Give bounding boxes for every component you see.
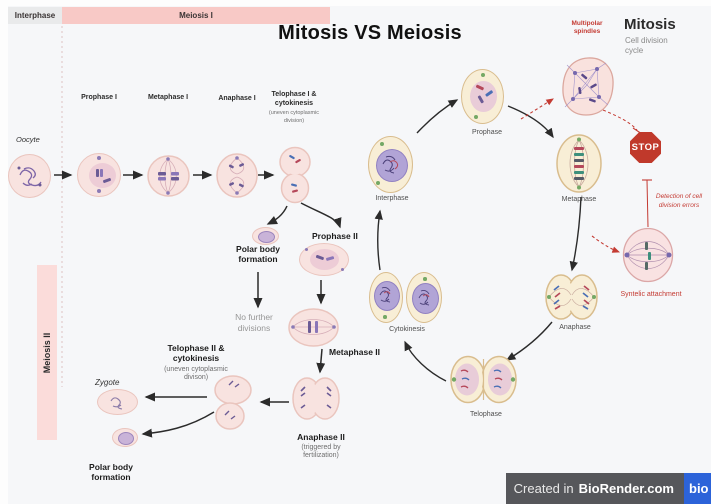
stop-sign-icon: STOP bbox=[630, 132, 661, 163]
centrosome-dot bbox=[305, 248, 308, 251]
stop-sign-label: STOP bbox=[631, 142, 660, 153]
centrosome-dot bbox=[481, 73, 485, 77]
mitosis-cytokinesis-cell-right bbox=[406, 272, 442, 323]
prophase-nucleus bbox=[470, 81, 497, 112]
polar-body-cell-bottom bbox=[112, 428, 138, 447]
biorender-logo[interactable]: bio bbox=[684, 473, 711, 504]
polar-body-nucleus bbox=[118, 432, 134, 445]
mitosis-telophase-cell bbox=[450, 355, 517, 404]
meiosis-i-header: Meiosis I bbox=[62, 7, 330, 24]
centrosome-dot bbox=[474, 115, 478, 119]
polar-body-formation-top-label: Polar body formation bbox=[236, 244, 280, 265]
meiosis-ii-header: Meiosis II bbox=[37, 265, 57, 440]
cytokinesis-nucleus bbox=[412, 283, 439, 314]
prophase-i-cell bbox=[77, 153, 121, 197]
centrosome-dot bbox=[97, 189, 101, 193]
zygote-label: Zygote bbox=[95, 378, 120, 387]
telophase-ii-note: (uneven cytoplasmic divison) bbox=[164, 366, 228, 382]
badge-brand-text: BioRender.com bbox=[578, 481, 674, 496]
mitosis-cytokinesis-label: Cytokinesis bbox=[389, 326, 425, 333]
polar-body-cell-top bbox=[252, 227, 279, 245]
zygote-cell bbox=[97, 389, 138, 415]
anaphase-ii-cell bbox=[292, 377, 340, 420]
meiosis-i-header-label: Meiosis I bbox=[179, 11, 213, 20]
metaphase-ii-cell bbox=[288, 308, 339, 347]
syntelic-attachment-cell bbox=[622, 227, 674, 283]
no-further-divisions-label: No further divisions bbox=[235, 312, 273, 333]
prophase-ii-cell bbox=[299, 243, 349, 276]
meiosis-ii-header-label: Meiosis II bbox=[42, 332, 52, 374]
telophase-i-note: (uneven cytoplasmic division) bbox=[268, 109, 320, 125]
biorender-badge[interactable]: Created in BioRender.com bbox=[506, 473, 684, 504]
mitosis-interphase-cell bbox=[368, 136, 413, 193]
mitosis-metaphase-label: Metaphase bbox=[561, 196, 597, 203]
oocyte-chromatin bbox=[17, 166, 42, 187]
badge-created-in-text: Created in bbox=[513, 481, 574, 496]
mitosis-cycle-title: Mitosis bbox=[624, 16, 676, 33]
centrosome-dot bbox=[380, 142, 384, 146]
prophase-ii-nucleus bbox=[310, 249, 339, 270]
interphase-header-label: Interphase bbox=[14, 11, 56, 20]
mitosis-cycle-subtitle: Cell division cycle bbox=[625, 36, 668, 55]
interphase-nucleus bbox=[376, 149, 408, 182]
centrosome-dot bbox=[97, 156, 101, 160]
polar-body-formation-bottom-label: Polar body formation bbox=[89, 462, 133, 483]
mitosis-prophase-cell bbox=[461, 69, 504, 124]
syntelic-annotation: Syntelic attachment bbox=[620, 291, 682, 298]
multipolar-spindle-cell bbox=[559, 55, 617, 118]
mitosis-anaphase-cell bbox=[545, 273, 598, 321]
centrosome-dot bbox=[341, 268, 344, 271]
telophase-i-title: Telophase I & cytokinesis bbox=[271, 91, 317, 107]
chromosome bbox=[100, 169, 103, 177]
stage-label-prophase-i: Prophase I bbox=[81, 94, 117, 101]
page-title: Mitosis VS Meiosis bbox=[278, 22, 462, 44]
zygote-chromatin bbox=[110, 397, 123, 410]
oocyte-label: Oocyte bbox=[16, 135, 40, 144]
left-margin-strip bbox=[0, 0, 8, 504]
telophase-ii-label: Telophase II & cytokinesis bbox=[167, 343, 225, 364]
cytokinesis-nucleus bbox=[374, 281, 400, 311]
mitosis-metaphase-cell bbox=[556, 134, 602, 193]
anaphase-ii-note: (triggered by fertilization) bbox=[301, 444, 341, 460]
polar-body-nucleus bbox=[258, 231, 275, 243]
biorender-logo-text: bio bbox=[689, 481, 709, 496]
mitosis-prophase-label: Prophase bbox=[472, 129, 502, 136]
metaphase-i-cell bbox=[147, 155, 190, 197]
metaphase-ii-label: Metaphase II bbox=[329, 347, 381, 357]
chromosome bbox=[96, 169, 99, 177]
centrosome-dot bbox=[423, 277, 427, 281]
mitosis-telophase-label: Telophase bbox=[470, 411, 502, 418]
oocyte-cell bbox=[8, 154, 51, 198]
prophase-ii-label: Prophase II bbox=[312, 231, 358, 241]
interphase-header: Interphase bbox=[8, 7, 62, 24]
anaphase-ii-label: Anaphase II bbox=[297, 432, 345, 442]
top-margin-strip bbox=[0, 0, 711, 6]
stage-label-telophase-i: Telophase I & cytokinesis (uneven cytopl… bbox=[263, 91, 325, 126]
multipolar-spindles-annotation: Multipolar spindles bbox=[571, 20, 603, 36]
detection-annotation: Detection of cell division errors bbox=[655, 193, 703, 209]
telophase-i-cell bbox=[277, 146, 313, 204]
stage-label-metaphase-i: Metaphase I bbox=[147, 94, 189, 101]
telophase-ii-cell bbox=[209, 375, 255, 430]
stage-label-anaphase-i: Anaphase I bbox=[218, 95, 256, 102]
mitosis-anaphase-label: Anaphase bbox=[559, 324, 591, 331]
mitosis-interphase-label: Interphase bbox=[375, 195, 409, 202]
mitosis-cytokinesis-cell-left bbox=[369, 272, 403, 323]
centrosome-dot bbox=[383, 315, 387, 319]
centrosome-dot bbox=[376, 181, 380, 185]
anaphase-i-cell bbox=[216, 153, 258, 198]
